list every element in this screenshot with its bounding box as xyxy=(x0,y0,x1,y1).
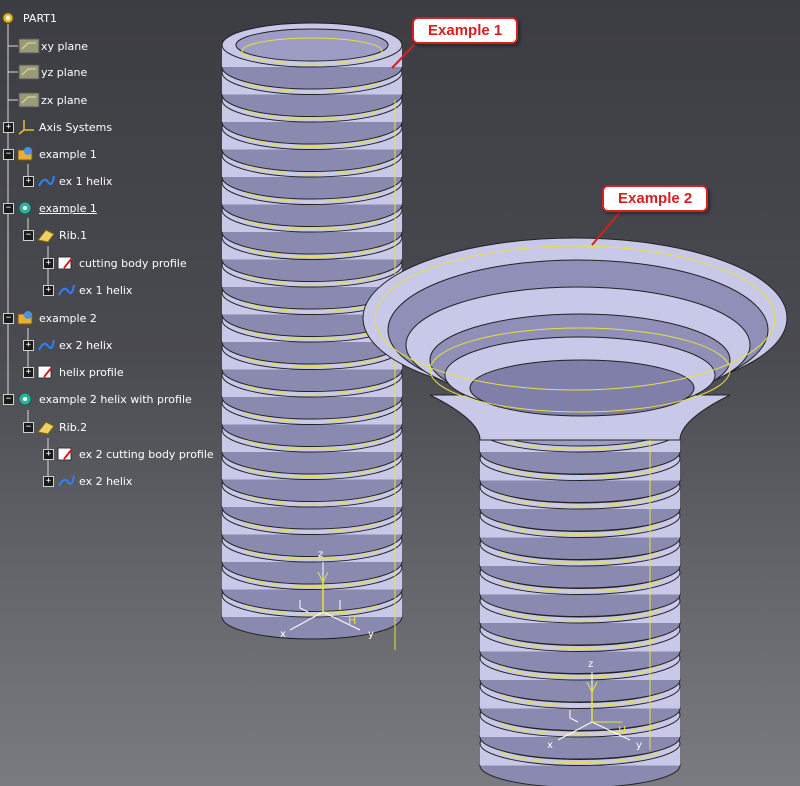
collapse-minus-icon[interactable]: − xyxy=(3,148,14,160)
axis-left-x: x xyxy=(280,629,286,640)
tree-item-label: ex 2 helix xyxy=(59,338,113,352)
axis-right-h: H xyxy=(618,724,626,737)
tree-item-ex1-helix[interactable]: + ex 1 helix xyxy=(23,170,112,192)
tree-item-xy-plane[interactable]: xy plane xyxy=(18,35,88,57)
helix-icon xyxy=(56,281,76,299)
axis-system-icon xyxy=(16,118,36,136)
sketch-icon xyxy=(56,254,76,272)
collapse-minus-icon[interactable]: − xyxy=(3,312,14,324)
plane-icon xyxy=(18,37,40,55)
expand-plus-icon[interactable]: + xyxy=(43,448,54,460)
tree-item-helix-profile[interactable]: + helix profile xyxy=(23,361,124,383)
plane-icon xyxy=(18,63,40,81)
tree-item-axis-systems[interactable]: + Axis Systems xyxy=(3,116,112,138)
expand-plus-icon[interactable]: + xyxy=(23,339,34,351)
tree-item-ex2-cutting-body-profile[interactable]: + ex 2 cutting body profile xyxy=(43,443,214,465)
body-gear-icon xyxy=(16,390,36,408)
callout-example-2: Example 2 xyxy=(602,185,709,212)
tree-item-label: zx plane xyxy=(41,93,88,107)
axis-left-y: y xyxy=(368,629,374,640)
body-gear-icon xyxy=(16,199,36,217)
helix-icon xyxy=(36,336,56,354)
axis-triad-right xyxy=(557,672,631,741)
expand-plus-icon[interactable]: + xyxy=(43,284,54,296)
tree-item-example-1-set[interactable]: − example 1 xyxy=(3,143,97,165)
spring-example-1[interactable] xyxy=(221,22,403,650)
collapse-minus-icon[interactable]: − xyxy=(3,393,14,405)
tree-item-label: example 1 xyxy=(39,147,97,161)
axis-right-z: z xyxy=(588,659,593,670)
tree-item-example-1-body[interactable]: − example 1 xyxy=(3,197,97,219)
tree-item-label: example 1 xyxy=(39,201,97,215)
tree-item-label: example 2 helix with profile xyxy=(39,392,192,406)
tree-item-label: example 2 xyxy=(39,311,97,325)
tree-item-rib-2[interactable]: − Rib.2 xyxy=(23,416,87,438)
tree-item-label: helix profile xyxy=(59,365,124,379)
part-gear-icon xyxy=(0,9,20,27)
tree-item-example-2-body[interactable]: − example 2 helix with profile xyxy=(3,388,192,410)
sketch-icon xyxy=(36,363,56,381)
axis-left-h: H xyxy=(348,614,356,627)
tree-root[interactable]: PART1 xyxy=(0,7,57,29)
geometric-set-icon xyxy=(16,145,36,163)
rib-icon xyxy=(36,226,56,244)
expand-plus-icon[interactable]: + xyxy=(23,175,34,187)
tree-item-rib-1[interactable]: − Rib.1 xyxy=(23,224,87,246)
tree-item-label: yz plane xyxy=(41,65,88,79)
expand-plus-icon[interactable]: + xyxy=(23,366,34,378)
tree-item-ex1-helix-ref[interactable]: + ex 1 helix xyxy=(43,279,132,301)
expand-plus-icon[interactable]: + xyxy=(3,121,14,133)
geometric-set-icon xyxy=(16,309,36,327)
tree-item-label: xy plane xyxy=(41,39,89,53)
coil-band-inner xyxy=(235,28,389,62)
tree-item-zx-plane[interactable]: zx plane xyxy=(18,89,87,111)
axis-triad-left xyxy=(289,562,361,631)
tree-item-yz-plane[interactable]: yz plane xyxy=(18,61,87,83)
tree-item-label: ex 2 helix xyxy=(79,474,133,488)
tree-item-label: Axis Systems xyxy=(39,120,113,134)
tree-item-ex2-helix[interactable]: + ex 2 helix xyxy=(23,334,112,356)
tree-item-example-2-set[interactable]: − example 2 xyxy=(3,307,97,329)
flare-inner-hole xyxy=(469,359,695,417)
callout-example-1: Example 1 xyxy=(412,17,519,44)
rib-icon xyxy=(36,418,56,436)
callout-2-pointer xyxy=(591,211,621,246)
callout-1-pointer xyxy=(391,44,415,69)
expand-plus-icon[interactable]: + xyxy=(43,475,54,487)
tree-root-label: PART1 xyxy=(23,11,58,25)
spring-example-2[interactable] xyxy=(362,237,788,786)
collapse-minus-icon[interactable]: − xyxy=(23,421,34,433)
tree-item-label: Rib.1 xyxy=(59,228,88,242)
axis-right-x: x xyxy=(547,740,553,751)
expand-plus-icon[interactable]: + xyxy=(43,257,54,269)
axis-left-z: z xyxy=(318,549,323,560)
tree-item-label: ex 1 helix xyxy=(59,174,113,188)
collapse-minus-icon[interactable]: − xyxy=(3,202,14,214)
tree-item-cutting-body-profile[interactable]: + cutting body profile xyxy=(43,252,187,274)
tree-item-label: ex 2 cutting body profile xyxy=(79,447,214,461)
helix-wire xyxy=(429,327,731,413)
collapse-minus-icon[interactable]: − xyxy=(23,229,34,241)
specification-tree[interactable]: PART1 xy plane yz plane zx plane + Axis … xyxy=(0,0,230,500)
tree-item-ex2-helix-ref[interactable]: + ex 2 helix xyxy=(43,470,132,492)
sketch-icon xyxy=(56,445,76,463)
helix-wire xyxy=(241,37,383,65)
tree-item-label: cutting body profile xyxy=(79,256,187,270)
axis-right-y: y xyxy=(636,740,642,751)
plane-icon xyxy=(18,91,40,109)
tree-item-label: Rib.2 xyxy=(59,420,88,434)
helix-wire xyxy=(374,245,776,391)
helix-icon xyxy=(56,472,76,490)
tree-item-label: ex 1 helix xyxy=(79,283,133,297)
helix-icon xyxy=(36,172,56,190)
